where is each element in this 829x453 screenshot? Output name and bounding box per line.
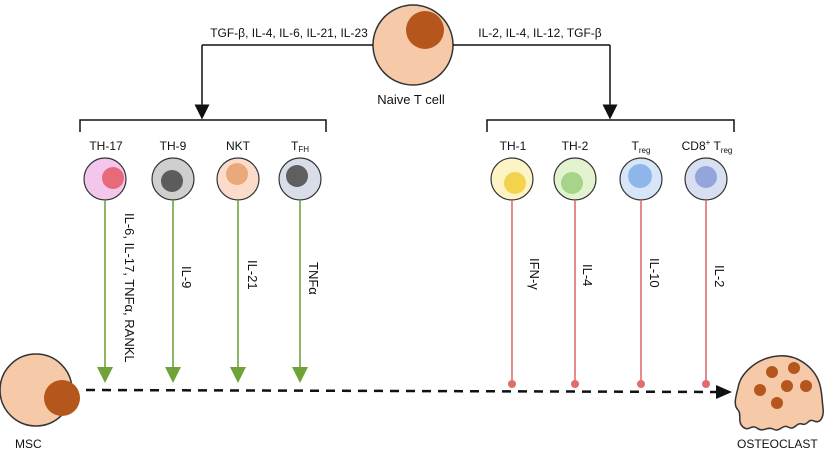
inhibition-lines (508, 200, 710, 388)
naive-cell-label: Naive T cell (377, 92, 445, 107)
cell-treg (619, 157, 663, 201)
naive-cell-nucleus (406, 11, 444, 49)
cell-cd8-treg (684, 157, 728, 201)
th9-cytokine: IL-9 (179, 266, 194, 288)
cell-th9 (151, 157, 195, 201)
cell-label-cd8-treg: CD8+ Treg (682, 138, 733, 155)
tfh-nucleus (286, 165, 308, 187)
differentiation-dashed-line (85, 388, 719, 394)
cell-th1 (490, 157, 534, 201)
th1-cytokine: IFN-γ (527, 258, 542, 290)
cd8-treg-end-dot (702, 380, 710, 388)
right-branch-cytokines: IL-2, IL-4, IL-12, TGF-β (478, 26, 601, 40)
tfh-sub: FH (298, 145, 309, 154)
treg-end-dot (637, 380, 645, 388)
osteoclast-body (734, 355, 824, 431)
tfh-cytokine: TNFα (306, 262, 321, 295)
differentiation-arrowhead (716, 385, 732, 399)
osteoclast-label: OSTEOCLAST (737, 437, 818, 451)
branch-lines (194, 44, 618, 120)
cd8-sub: reg (721, 146, 733, 155)
nkt-nucleus (226, 163, 248, 185)
cell-nkt (216, 157, 260, 201)
th17-nucleus (102, 167, 124, 189)
cell-th2 (553, 157, 597, 201)
treg-nucleus (628, 164, 652, 188)
cd8-treg-nucleus (695, 166, 717, 188)
cd8-main: CD8 (682, 139, 706, 153)
nkt-cytokine: IL-21 (245, 260, 260, 290)
cd8-sup: + (706, 138, 711, 147)
activation-arrows (97, 200, 308, 383)
left-bracket (79, 119, 327, 132)
osteoclast-nucleus (754, 384, 766, 396)
osteoclast-nucleus (800, 380, 812, 392)
right-bracket (486, 119, 735, 132)
cell-label-tfh: TFH (291, 139, 309, 154)
cell-th17 (83, 157, 127, 201)
cell-label-th1: TH-1 (500, 139, 527, 153)
cell-label-th9: TH-9 (160, 139, 187, 153)
treg-sub: reg (639, 146, 651, 155)
tfh-main: T (291, 139, 299, 153)
osteoclast-nucleus (766, 366, 778, 378)
cell-label-nkt: NKT (226, 139, 251, 153)
th17-cytokines: IL-6, IL-17, TNFα, RANKL (122, 213, 137, 363)
th9-nucleus (161, 170, 183, 192)
cd8-treg-cytokine: IL-2 (712, 265, 727, 287)
osteoclast-cell: OSTEOCLAST (734, 355, 824, 451)
cd8-main2: T (710, 139, 721, 153)
left-branch-cytokines: TGF-β, IL-4, IL-6, IL-21, IL-23 (210, 26, 368, 40)
cell-label-th17: TH-17 (89, 139, 123, 153)
treg-main: T (632, 139, 640, 153)
th1-nucleus (504, 172, 526, 194)
th1-end-dot (508, 380, 516, 388)
th2-end-dot (571, 380, 579, 388)
osteoclast-nucleus (781, 380, 793, 392)
msc-cell: MSC (0, 353, 80, 451)
cell-label-treg: Treg (632, 139, 651, 155)
th2-nucleus (561, 172, 583, 194)
osteoclast-nucleus (771, 397, 783, 409)
treg-cytokine: IL-10 (647, 258, 662, 288)
osteoclast-nucleus (788, 362, 800, 374)
cell-tfh (278, 157, 322, 201)
msc-label: MSC (15, 437, 42, 451)
naive-t-cell: Naive T cell (372, 4, 454, 107)
msc-nucleus (44, 380, 80, 416)
th2-cytokine: IL-4 (580, 264, 595, 286)
cell-label-th2: TH-2 (562, 139, 589, 153)
